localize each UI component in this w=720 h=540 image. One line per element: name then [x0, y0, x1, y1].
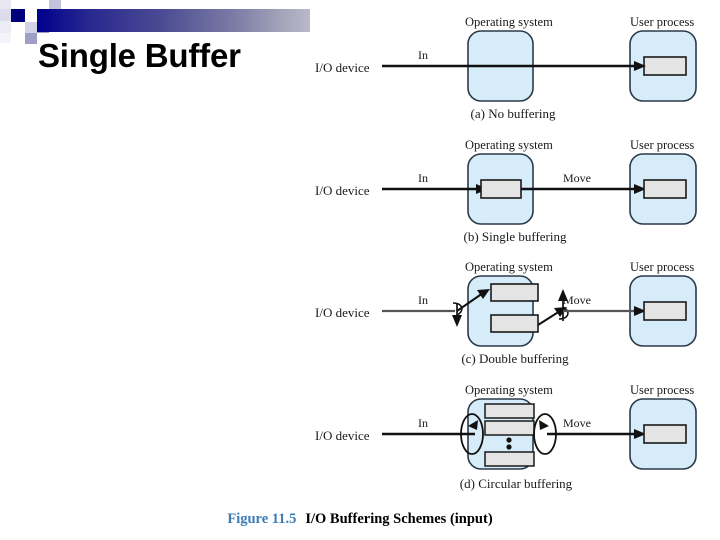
- figure-caption: Figure 11.5 I/O Buffering Schemes (input): [0, 511, 720, 528]
- panel-a-graphics: [382, 30, 697, 102]
- panel-no-buffering: Operating system User process I/O device…: [305, 4, 720, 127]
- move-label: Move: [563, 416, 591, 430]
- device-label: I/O device: [315, 305, 370, 320]
- deco-square: [37, 0, 49, 9]
- figure-number: Figure 11.5: [227, 511, 297, 527]
- os-label: Operating system: [465, 15, 553, 29]
- title-accent-bar: [37, 9, 310, 32]
- deco-square: [25, 9, 37, 21]
- deco-square: [11, 9, 25, 22]
- subcaption: (d) Circular buffering: [459, 476, 573, 491]
- in-label: In: [418, 48, 428, 62]
- deco-square: [0, 21, 11, 33]
- panel-c-graphics: [382, 275, 697, 347]
- os-label: Operating system: [465, 138, 553, 152]
- move-label: Move: [563, 293, 591, 307]
- subcaption: (c) Double buffering: [461, 351, 569, 366]
- device-label: I/O device: [315, 183, 370, 198]
- panel-single-buffering: Operating system User process I/O device…: [305, 127, 720, 250]
- deco-square: [49, 0, 61, 9]
- page-title: Single Buffer: [38, 37, 241, 74]
- deco-square: [0, 0, 11, 9]
- in-label: In: [418, 416, 428, 430]
- user-label: User process: [630, 138, 695, 152]
- user-label: User process: [630, 383, 695, 397]
- figure-caption-text: I/O Buffering Schemes (input): [305, 511, 493, 527]
- user-label: User process: [630, 260, 695, 274]
- panel-b-graphics: [382, 153, 697, 225]
- user-label: User process: [630, 15, 695, 29]
- panel-circular-buffering: Operating system User process I/O device…: [305, 372, 720, 495]
- subcaption: (b) Single buffering: [463, 229, 567, 244]
- panel-d-graphics: [382, 398, 697, 470]
- deco-square: [0, 33, 11, 43]
- subcaption: (a) No buffering: [470, 106, 556, 121]
- in-label: In: [418, 171, 428, 185]
- deco-square: [0, 9, 11, 21]
- deco-square: [11, 0, 23, 9]
- deco-square: [25, 22, 37, 33]
- in-label: In: [418, 293, 428, 307]
- move-label: Move: [563, 171, 591, 185]
- os-label: Operating system: [465, 260, 553, 274]
- os-label: Operating system: [465, 383, 553, 397]
- device-label: I/O device: [315, 60, 370, 75]
- device-label: I/O device: [315, 428, 370, 443]
- deco-square: [25, 33, 37, 44]
- figure-io-buffering: Operating system User process I/O device…: [305, 0, 720, 540]
- panel-double-buffering: Operating system User process I/O device…: [305, 249, 720, 372]
